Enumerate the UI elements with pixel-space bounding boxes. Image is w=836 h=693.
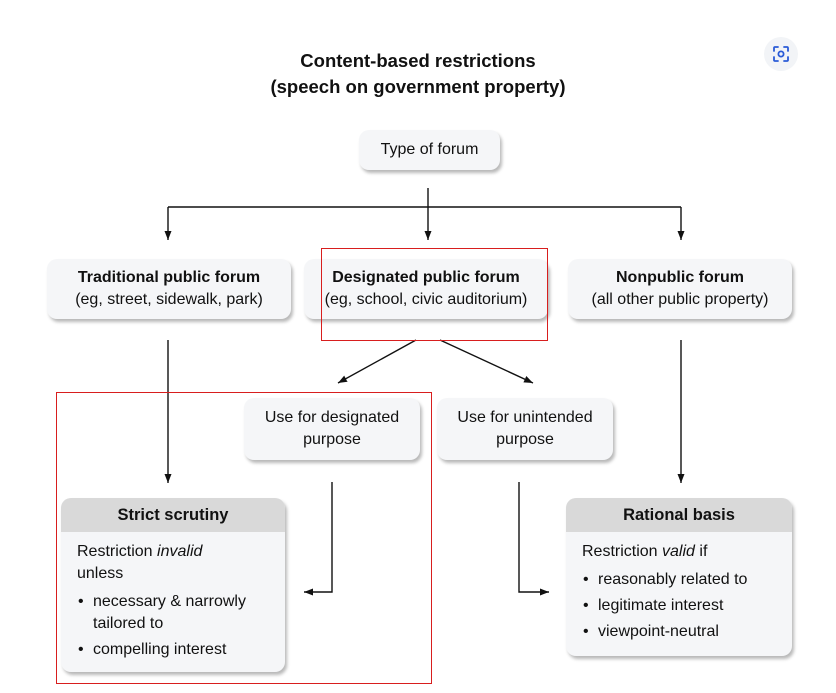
traditional-forum-box: Traditional public forum (eg, street, si… xyxy=(47,259,291,319)
designated-use-line-2: purpose xyxy=(303,431,361,448)
traditional-forum-example: (eg, street, sidewalk, park) xyxy=(75,291,263,308)
lens-icon xyxy=(773,46,789,62)
designated-forum-highlight xyxy=(321,248,548,341)
rational-basis-lead: Restriction valid if xyxy=(582,543,708,560)
strict-scrutiny-highlight xyxy=(56,392,432,684)
list-item: reasonably related to xyxy=(582,569,778,591)
designated-forum-title: Designated public forum xyxy=(332,269,520,286)
list-item: compelling interest xyxy=(77,639,271,661)
list-item: necessary & narrowly tailored to xyxy=(77,591,273,635)
arrow-designated-use-to-strict xyxy=(304,482,333,596)
unintended-use-box: Use for unintended purpose xyxy=(437,398,613,460)
arrow-unintended-use-to-rational xyxy=(518,482,549,596)
list-item: legitimate interest xyxy=(582,595,778,617)
title-line-1: Content-based restrictions xyxy=(300,50,536,71)
list-item: viewpoint-neutral xyxy=(582,621,778,643)
nonpublic-forum-title: Nonpublic forum xyxy=(616,269,744,286)
rational-basis-card: Rational basis Restriction valid if reas… xyxy=(566,498,792,656)
strict-scrutiny-header: Strict scrutiny xyxy=(61,498,285,532)
title-line-2: (speech on government property) xyxy=(270,76,566,97)
designated-use-line-1: Use for designated xyxy=(264,409,400,426)
strict-scrutiny-bullets: necessary & narrowly tailored to compell… xyxy=(77,591,271,661)
nonpublic-forum-example: (all other public property) xyxy=(591,291,769,308)
rational-basis-bullets: reasonably related to legitimate interes… xyxy=(582,569,778,643)
arrow-to-designated-use xyxy=(337,339,417,384)
type-of-forum-label: Type of forum xyxy=(380,141,479,158)
nonpublic-forum-box: Nonpublic forum (all other public proper… xyxy=(568,259,792,319)
strict-scrutiny-lead: Restriction invalid unless xyxy=(77,543,203,582)
traditional-forum-title: Traditional public forum xyxy=(77,269,261,286)
arrow-to-unintended-use xyxy=(439,339,534,384)
designated-forum-example: (eg, school, civic auditorium) xyxy=(324,291,528,308)
lens-button[interactable] xyxy=(764,37,798,71)
unintended-use-line-2: purpose xyxy=(496,431,554,448)
rational-basis-header: Rational basis xyxy=(566,498,792,532)
designated-forum-box: Designated public forum (eg, school, civ… xyxy=(304,259,548,319)
unintended-use-line-1: Use for unintended xyxy=(457,409,593,426)
type-of-forum-box: Type of forum xyxy=(359,130,500,170)
diagram-title: Content-based restrictions (speech on go… xyxy=(0,48,836,100)
strict-scrutiny-card: Strict scrutiny Restriction invalid unle… xyxy=(61,498,285,672)
designated-use-box: Use for designated purpose xyxy=(244,398,420,460)
